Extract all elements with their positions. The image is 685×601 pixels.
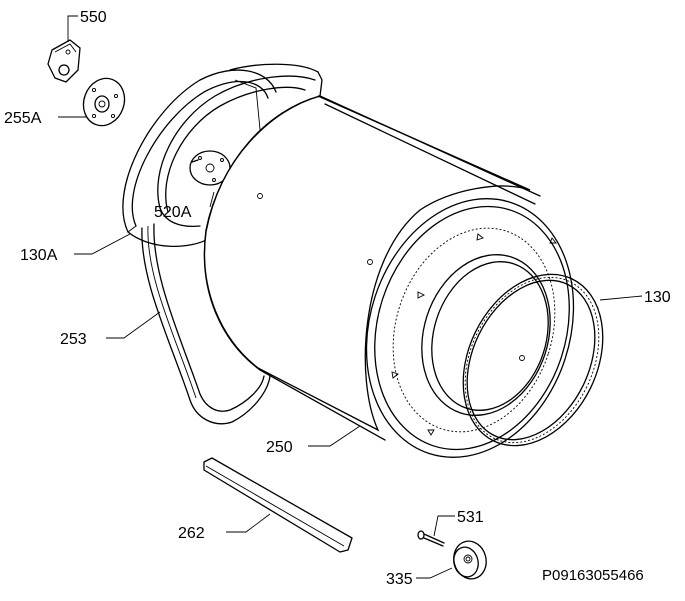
label-253: 253	[60, 331, 87, 348]
label-130a: 130A	[20, 247, 58, 264]
label-130: 130	[644, 289, 671, 306]
label-335: 335	[386, 571, 413, 588]
part-130-front-seal	[462, 273, 604, 447]
label-250: 250	[266, 439, 293, 456]
part-130a-rear-seal	[122, 69, 277, 247]
label-531: 531	[457, 509, 484, 526]
part-262-slide-strip	[203, 457, 353, 553]
part-253-drive-belt	[141, 223, 271, 425]
diagram-reference-number: P09163055466	[542, 567, 644, 584]
leader-lines	[58, 15, 643, 579]
label-550: 550	[80, 9, 107, 26]
label-255a: 255A	[4, 110, 42, 127]
part-531-bolt	[417, 530, 445, 547]
rear-drum-panel	[157, 63, 323, 228]
part-labels: 550 255A 520A 130A 253 250 130 262 531 3…	[4, 9, 671, 588]
label-262: 262	[178, 525, 205, 542]
part-250-drum	[203, 95, 575, 458]
part-335-roller	[453, 540, 487, 580]
label-520a: 520A	[154, 204, 192, 221]
part-550-bracket	[47, 39, 81, 83]
part-255a-flange	[82, 77, 126, 127]
